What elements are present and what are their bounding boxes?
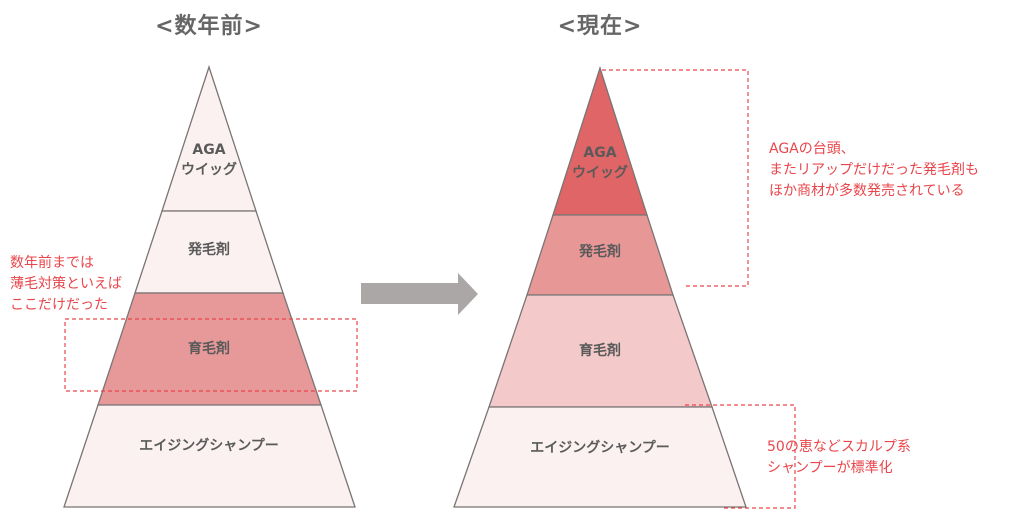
now-note-bottom-line: 50の恵などスカルプ系	[767, 439, 911, 455]
now-note-top: AGAの台頭、 またリアップだけだった発毛剤も ほか商材が多数発売されている	[769, 139, 979, 202]
before-tier-aga	[161, 64, 257, 212]
now-pyramid	[453, 65, 796, 509]
now-note-bottom: 50の恵などスカルプ系 シャンプーが標準化	[767, 437, 911, 479]
before-note-line: 薄毛対策といえば	[10, 276, 122, 292]
before-note: 数年前までは 薄毛対策といえば ここだけだった	[10, 253, 122, 316]
now-note-bottom-line: シャンプーが標準化	[767, 460, 893, 476]
now-tier-aga	[552, 65, 648, 216]
right-arrow-icon	[361, 273, 478, 315]
before-label-aga: AGA ウイッグ	[181, 140, 237, 180]
title-before: <数年前>	[155, 14, 263, 39]
now-tier-shampoo	[453, 406, 747, 508]
now-label-shampoo: エイジングシャンプー	[530, 440, 670, 456]
now-note-top-line: ほか商材が多数発売されている	[769, 183, 965, 199]
before-tier-shampoo	[63, 404, 356, 508]
before-note-line: 数年前までは	[10, 255, 94, 271]
before-note-line: ここだけだった	[10, 297, 108, 313]
title-now: <現在>	[557, 14, 643, 39]
now-bracket-bottom	[685, 404, 796, 509]
now-note-top-line: またリアップだけだった発毛剤も	[769, 162, 979, 178]
now-label-ikumozai: 育毛剤	[579, 343, 621, 359]
now-label-aga-line1: AGA	[583, 145, 617, 161]
now-bracket-top	[602, 69, 749, 287]
before-label-aga-line1: AGA	[192, 142, 226, 158]
now-label-hatsumozai: 発毛剤	[579, 244, 621, 260]
now-label-aga: AGA ウイッグ	[572, 143, 628, 183]
before-pyramid	[63, 64, 358, 508]
before-label-hatsumozai: 発毛剤	[188, 242, 230, 258]
before-label-shampoo: エイジングシャンプー	[139, 438, 279, 454]
before-label-aga-line2: ウイッグ	[181, 162, 237, 178]
now-label-aga-line2: ウイッグ	[572, 165, 628, 181]
before-label-ikumozai: 育毛剤	[188, 341, 230, 357]
now-note-top-line: AGAの台頭、	[769, 141, 855, 157]
